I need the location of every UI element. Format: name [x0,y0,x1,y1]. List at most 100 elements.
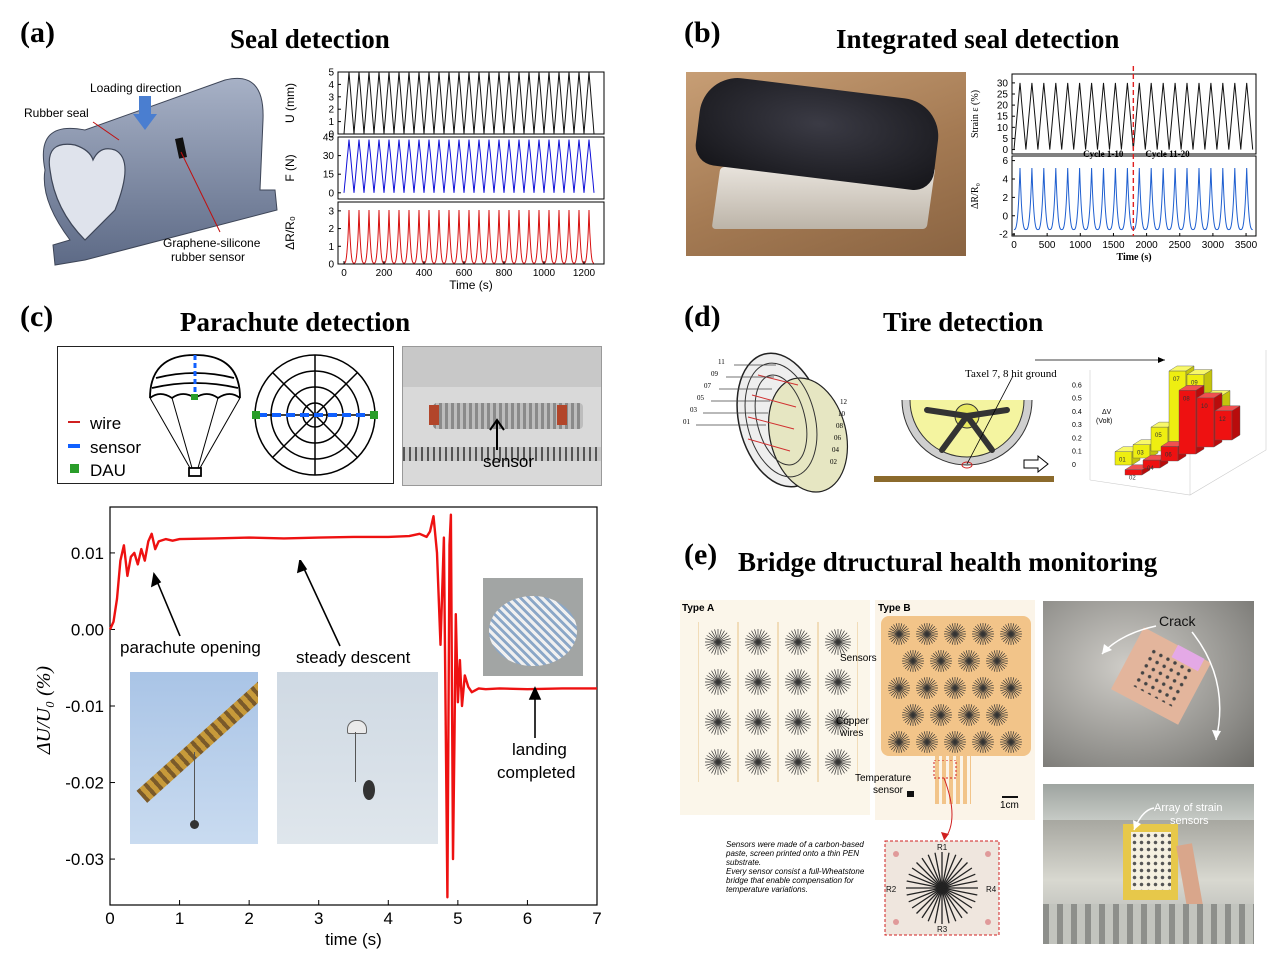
type-a-layout [680,600,870,815]
x-tick-label: 0 [105,909,114,928]
y-tick-label: -0.02 [65,774,104,793]
y-tick-label: -0.03 [65,850,104,869]
annotation-completed: completed [497,763,576,782]
integrated-seal-photo [686,72,966,256]
copper-wires-label-1: Copper [836,716,869,727]
crane-drop-photo [130,672,258,844]
scale-bar-label: 1cm [1000,800,1019,811]
y-tick-label: 5 [1002,134,1008,145]
y-tick-label: 6 [1002,156,1008,167]
y-tick-label: 0 [328,260,334,271]
crack-arrows [1101,625,1221,741]
sensor-detail-closeup: R1 R2 R3 R4 [884,840,1000,936]
panel-b-title: Integrated seal detection [836,24,1120,54]
tire-number-05: 05 [697,394,704,402]
y-tick-label: 5 [328,68,334,79]
legend-dau: DAU [90,461,126,480]
tire-number-03: 03 [690,406,697,414]
y-tick-label: 10 [997,123,1009,134]
fabric-sensor-label: sensor [483,452,535,471]
wheel-ground-contact-drawing [874,399,1054,482]
y-tick-label: 15 [997,112,1009,123]
tire-number-12: 12 [840,398,847,406]
bar-label-03: 03 [1137,451,1144,457]
x-tick-label: 2000 [1135,240,1158,251]
voltage-series-line [108,513,597,899]
x-axis-label: time (s) [325,930,382,949]
y-tick-label: 4 [328,80,334,91]
axis-tick: 0.6 [1072,382,1082,389]
y-tick-label: 3 [328,206,334,217]
bridge-crack-photo [1043,601,1254,767]
bar-label-01: 01 [1119,458,1126,464]
panel-a-letter: (a) [20,16,55,49]
y-tick-label: 15 [323,170,335,181]
note-line: temperature variations. [726,885,808,894]
axis-tick: 0.1 [1072,449,1082,456]
bar-side-12 [1231,405,1241,441]
scale-bar [1002,796,1018,798]
bar-top-07 [1168,365,1195,372]
panel-b-letter: (b) [684,16,721,49]
axis-title: ΔV [1102,409,1112,416]
bar-label-12: 12 [1219,417,1226,423]
x-tick-label: 6 [523,909,532,928]
x-tick-label: 2 [244,909,253,928]
y-tick-label: 1 [328,117,334,128]
y-tick-label: 0.00 [71,620,104,639]
tire-number-02: 02 [830,458,837,466]
bar-label-02: 02 [1129,476,1136,482]
bar-12 [1214,410,1233,441]
bar-top-08 [1178,385,1205,391]
divider-right-label: Cycle 11-20 [1145,149,1190,159]
panel-c-title: Parachute detection [180,307,411,337]
loading-direction-label: Loading direction [90,81,182,95]
bar-label-09: 09 [1191,381,1198,387]
x-tick-label: 7 [592,909,601,928]
y-tick-label: 0 [328,130,334,141]
y-tick-label: 0 [328,188,334,199]
x-tick-label: 600 [456,268,473,279]
tire-number-01: 01 [683,418,690,426]
type-b-layout [875,600,1035,820]
tire-number-06: 06 [834,434,841,442]
x-tick-label: 3500 [1235,240,1258,251]
axis-tick: 0.3 [1072,422,1082,429]
x-tick-label: 1500 [1102,240,1125,251]
note-line: substrate. [726,858,762,867]
legend-sensor: sensor [90,438,142,457]
bar-top-09 [1186,369,1213,375]
y-tick-label: 20 [997,101,1009,112]
bar-label-05: 05 [1155,433,1162,439]
note-line: Every sensor consist a full-Wheatstone [726,867,865,876]
sensor-label-line2: rubber sensor [171,250,246,264]
parachute-schematic [149,354,378,477]
axis-unit: (Volt) [1096,418,1112,425]
array-pointer-arrow-icon [1133,807,1155,831]
temperature-sensor-icon [907,791,914,797]
crack-label: Crack [1159,613,1196,629]
subplot-frame [337,201,605,265]
y-axis-label: ΔU/U₀ (%) [33,666,55,755]
landed-parachute-photo [483,578,583,676]
y-tick-label: 45 [323,133,335,144]
y-tick-label: 30 [997,78,1009,89]
x-tick-label: 1000 [1069,240,1092,251]
panel-d-title: Tire detection [883,307,1044,337]
x-tick-label: 1200 [573,268,596,279]
tire-number-07: 07 [704,382,711,390]
x-tick-label: 3000 [1202,240,1225,251]
type-b-label: Type B [878,603,911,614]
zoom-leader-arrow [933,760,957,841]
bar-label-04: 04 [1147,466,1154,472]
y-tick-label: -0.01 [65,697,104,716]
type-b-sensor-grid [888,623,1022,753]
x-tick-label: 200 [376,268,393,279]
note-line: Sensors were made of a carbon-based [726,840,864,849]
subplot-frame [337,136,605,200]
taxel-leader-lines [966,357,1165,465]
